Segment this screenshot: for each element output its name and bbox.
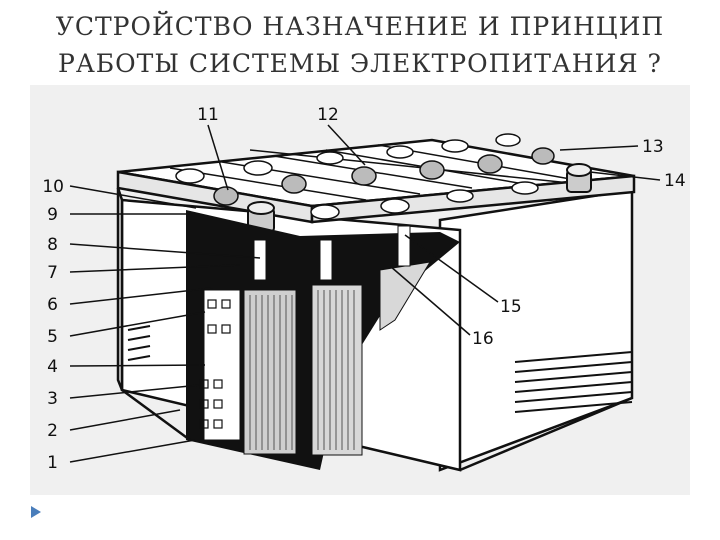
callout-14: 14 — [664, 171, 686, 191]
case-ribs — [127, 325, 633, 413]
callout-5: 5 — [47, 327, 58, 347]
title-line-1: УСТРОЙСТВО НАЗНАЧЕНИЕ И ПРИНЦИП — [55, 12, 665, 41]
electrode-plates — [249, 290, 355, 450]
triangle-bullet-icon — [31, 506, 41, 518]
callout-12: 12 — [317, 105, 339, 125]
callout-10: 10 — [42, 177, 64, 197]
callout-9: 9 — [47, 205, 58, 225]
callout-1: 1 — [47, 453, 58, 473]
slide-title: УСТРОЙСТВО НАЗНАЧЕНИЕ И ПРИНЦИП РАБОТЫ С… — [0, 8, 720, 82]
filler-plugs — [213, 147, 555, 206]
callout-16: 16 — [472, 329, 494, 349]
plate-grid — [199, 299, 231, 429]
callout-7: 7 — [47, 263, 58, 283]
callout-4: 4 — [47, 357, 58, 377]
callout-6: 6 — [47, 295, 58, 315]
vent-caps — [175, 133, 539, 220]
leader-lines — [69, 124, 661, 463]
callout-2: 2 — [47, 421, 58, 441]
callout-8: 8 — [47, 235, 58, 255]
callout-15: 15 — [500, 297, 522, 317]
title-line-2: РАБОТЫ СИСТЕМЫ ЭЛЕКТРОПИТАНИЯ ? — [58, 49, 662, 78]
callout-3: 3 — [47, 389, 58, 409]
callout-13: 13 — [642, 137, 664, 157]
callout-11: 11 — [197, 105, 219, 125]
cutaway-interior — [186, 210, 460, 470]
